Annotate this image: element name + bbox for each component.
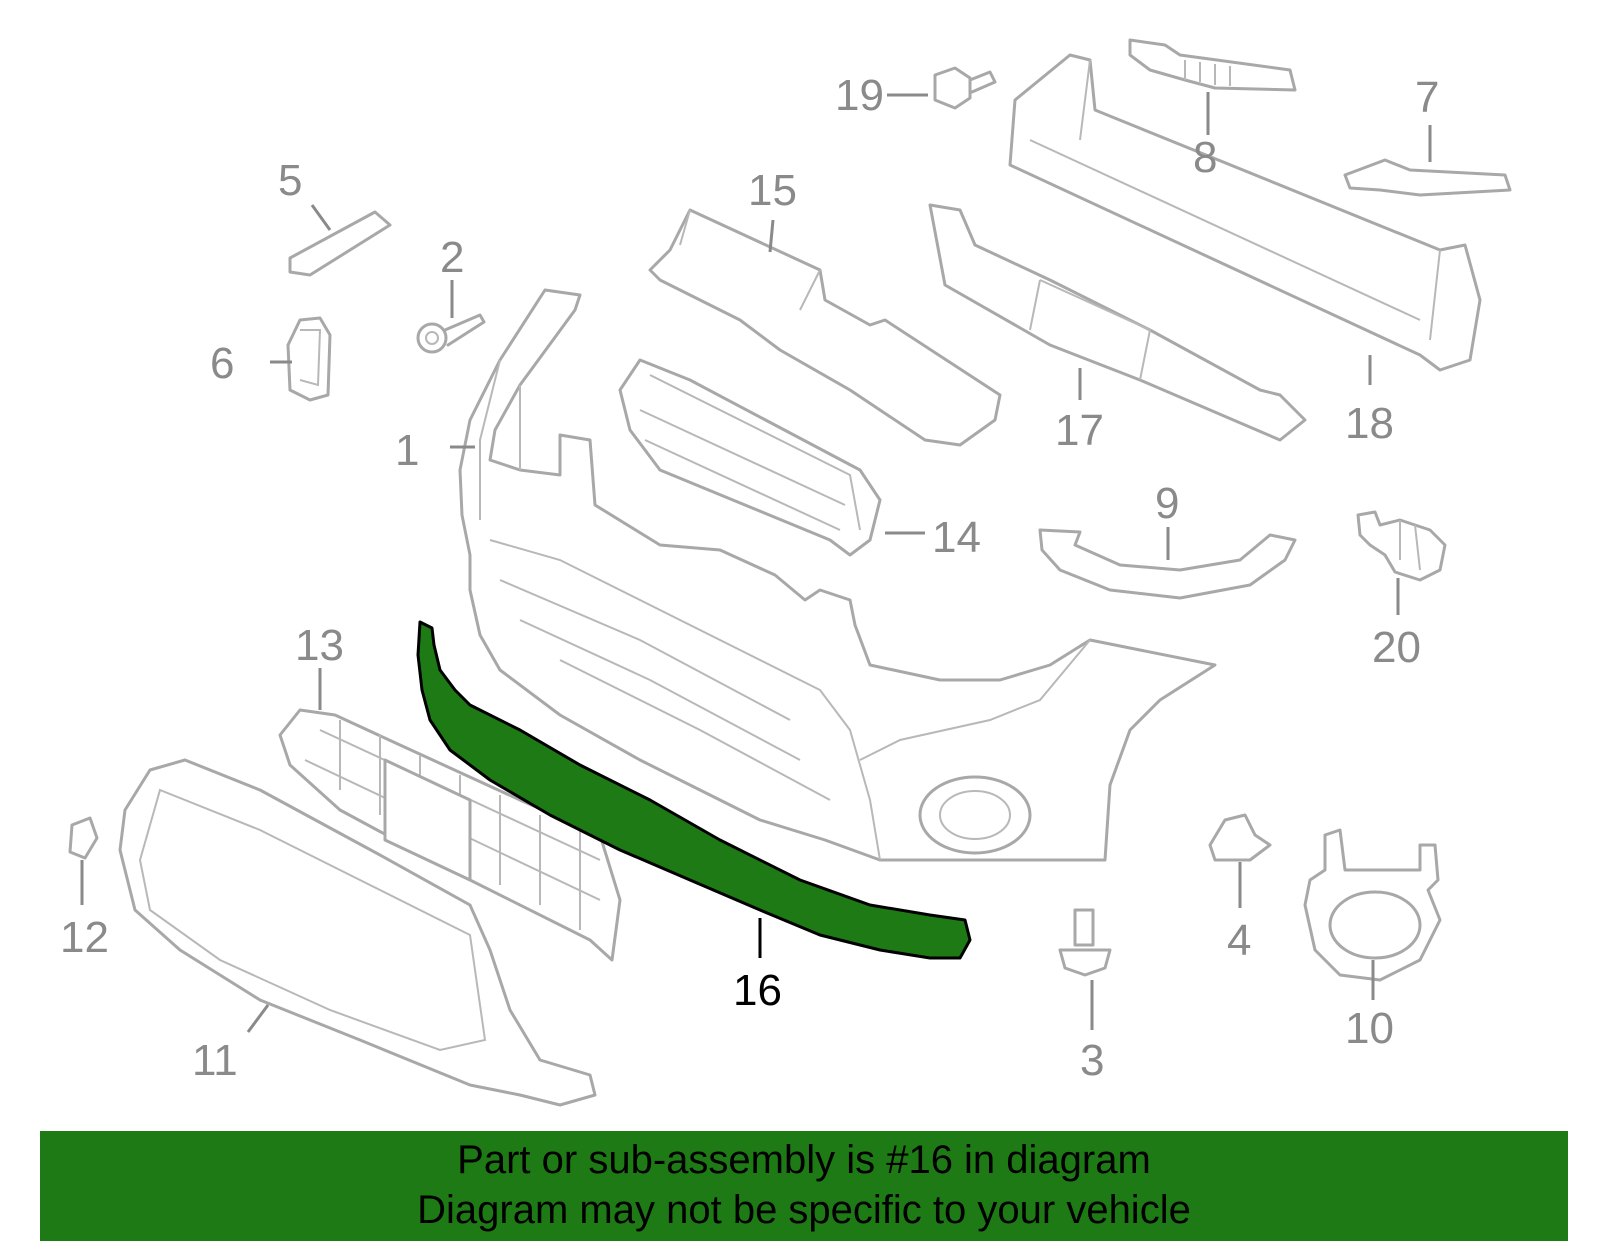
part-18-reinforcement-bar	[1008, 53, 1482, 372]
part-13-lower-grille	[278, 708, 622, 962]
callout-11: 11	[192, 1036, 238, 1085]
part-14-grille	[618, 358, 882, 557]
callout-18: 18	[1345, 399, 1394, 448]
part-19-bolt	[933, 66, 997, 110]
callout-16: 16	[733, 966, 782, 1015]
part-10-fog-bezel	[1303, 828, 1442, 982]
callout-8: 8	[1193, 133, 1217, 182]
callout-17: 17	[1055, 406, 1104, 455]
part-9-trim	[1038, 528, 1297, 600]
arrow-15	[768, 219, 775, 253]
part-11-lower-bezel	[118, 758, 597, 1107]
part-12-clip	[68, 816, 99, 860]
part-5-clip	[288, 210, 392, 277]
leader-arrows	[80, 92, 1432, 1033]
part-15-shield	[648, 208, 1002, 447]
callout-3: 3	[1080, 1036, 1104, 1085]
banner-line-2: Diagram may not be specific to your vehi…	[417, 1188, 1191, 1232]
part-6-bracket	[286, 316, 332, 402]
part-20-sensor	[1356, 510, 1447, 582]
callout-labels: 19 8 7 5 2 6 15 17 18 1 14 9 20 13 12 11…	[60, 71, 1439, 1085]
callout-6: 6	[210, 339, 234, 388]
arrow-11	[246, 1004, 270, 1033]
part-17-absorber	[928, 203, 1307, 442]
callout-20: 20	[1372, 623, 1421, 672]
callout-14: 14	[932, 513, 981, 562]
banner-line-1: Part or sub-assembly is #16 in diagram	[457, 1138, 1151, 1182]
callout-5: 5	[278, 156, 302, 205]
callout-12: 12	[60, 913, 109, 962]
callout-4: 4	[1227, 916, 1251, 965]
callout-1: 1	[395, 426, 419, 475]
callout-19: 19	[835, 71, 884, 120]
part-4-clip	[1208, 813, 1272, 862]
part-3-stud	[1058, 908, 1112, 977]
part-8-bracket	[1128, 38, 1297, 92]
callout-2: 2	[440, 233, 464, 282]
callout-13: 13	[295, 621, 344, 670]
callout-10: 10	[1345, 1004, 1394, 1053]
part-1-bumper-cover	[458, 288, 1217, 862]
part-2-screw	[416, 313, 486, 354]
part-7-bracket	[1343, 158, 1512, 197]
arrow-5	[310, 204, 332, 231]
callout-15: 15	[748, 166, 797, 215]
part-16-lower-deflector	[416, 620, 972, 960]
info-banner: Part or sub-assembly is #16 in diagram D…	[40, 1131, 1568, 1241]
callout-7: 7	[1415, 73, 1439, 122]
callout-9: 9	[1155, 479, 1179, 528]
